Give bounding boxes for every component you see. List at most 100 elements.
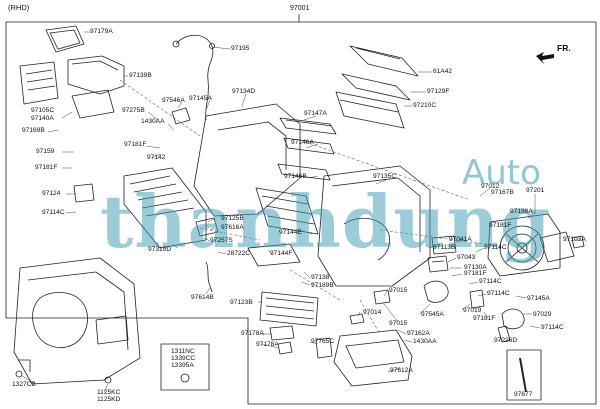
part-label: 61A42 [433,68,453,75]
part-label: 97114C [42,209,65,216]
part-97210C [335,91,405,129]
part-97319D [123,167,207,249]
part-label: 97142 [147,154,166,161]
part-label: 97179A [90,28,113,35]
part-label: 97612A [390,367,413,374]
part-97140A [71,89,115,119]
part-label: 97181F [489,222,512,229]
part-97103A [571,235,585,249]
part-label: 97201 [526,187,545,194]
part-label: 97546A [162,97,185,104]
part-97113B [431,235,457,255]
part-label: 28722C [227,250,251,257]
part-label: 97181F [464,270,487,277]
part-97677 [519,357,527,393]
part-label: 97162A [407,330,430,337]
hardware-bolt [180,373,190,383]
hardware-item: 1339CC [171,354,196,362]
variant-label: (RHD) [8,3,30,12]
part-97134D [193,103,301,217]
part-label: 97114C [484,244,507,251]
hardware-item: 13395A [171,361,194,369]
part-label: 97144F [270,250,293,257]
part-97144E [255,187,319,235]
part-label: 97616A [221,224,244,231]
part-label: 97275B [122,107,145,114]
part-label: 97019 [463,307,482,314]
hardware-item: 1311NC [171,348,195,355]
part-label: 97130A [464,264,487,271]
assembly-label: 97001 [290,5,310,12]
part-61A42 [349,45,419,77]
complete-unit [13,257,141,385]
part-label: 97169B [22,127,45,134]
hardware-box [160,343,210,391]
part-97043 [427,255,449,273]
part-label: 97257S [210,237,233,244]
part-label: 97014 [363,309,382,316]
part-label: 97195 [231,45,250,52]
part-label: 97167B [491,189,514,196]
part-label: 97614B [191,294,214,301]
part-label: 97198A [510,208,533,215]
screw-1327CB [15,370,23,378]
part-label: 97181F [35,164,58,171]
part-label: 97140A [31,115,54,122]
part-97139B [67,55,125,95]
part-label: 97181F [124,141,147,148]
part-label: 97145A [527,295,550,302]
part-97014 [349,313,365,325]
screw-1125KC [104,376,112,384]
part-label: 97138 [311,274,330,281]
part-97546A [171,107,191,125]
part-label: 97043 [457,254,476,261]
part-97178A [269,325,295,355]
part-97123B [259,291,319,327]
part-label: 97226D [494,337,518,344]
blower-housing [539,231,575,263]
part-97146A [283,137,335,155]
blower-fan-97201 [499,225,545,271]
part-label: 97129F [427,88,450,95]
part-label: 97145A [189,95,212,102]
part-label: 97765C [311,338,335,345]
part-97195 [175,34,214,121]
part-label: 97015 [389,287,408,294]
part-label: 1430AA [413,338,437,345]
part-label: 97015 [389,320,408,327]
part-label: 97135C [373,173,397,180]
dashed-centerlines [119,79,501,335]
part-label: 1430AA [141,118,165,125]
part-label: 97319D [148,246,172,253]
part-97129F [341,73,411,101]
part-label: 97114C [487,290,510,297]
part-label: 97125B [221,215,244,222]
part-97015 [373,289,391,305]
part-label: 97041A [449,236,472,243]
watermark-large: thanhdung [100,179,552,264]
hardware-box-list: 1311NC 1339CC 13395A [171,348,196,370]
part-label: 97114C [541,324,564,331]
part-label: 97134D [232,88,256,95]
part-label: 97123B [230,299,253,306]
part-label: 97144E [279,229,302,236]
part-label: 97178A [241,330,264,337]
part-97146B [277,163,331,181]
part-label: 97139B [129,72,152,79]
part-97614B [205,261,213,293]
part-label: 97124 [42,190,61,197]
part-label: 1125KD [97,396,121,403]
part-97124 [73,183,95,203]
part-label: 97012 [481,183,500,190]
front-arrow [536,52,554,64]
part-label: 97159 [36,148,55,155]
part-97545A [423,280,449,303]
part-97144F [247,243,301,267]
front-direction-label: FR. [557,43,571,53]
part-label: 97147A [304,110,327,117]
part-label: 1327CB [12,381,36,388]
leader-lines [21,31,580,393]
part-97019 [469,289,485,309]
